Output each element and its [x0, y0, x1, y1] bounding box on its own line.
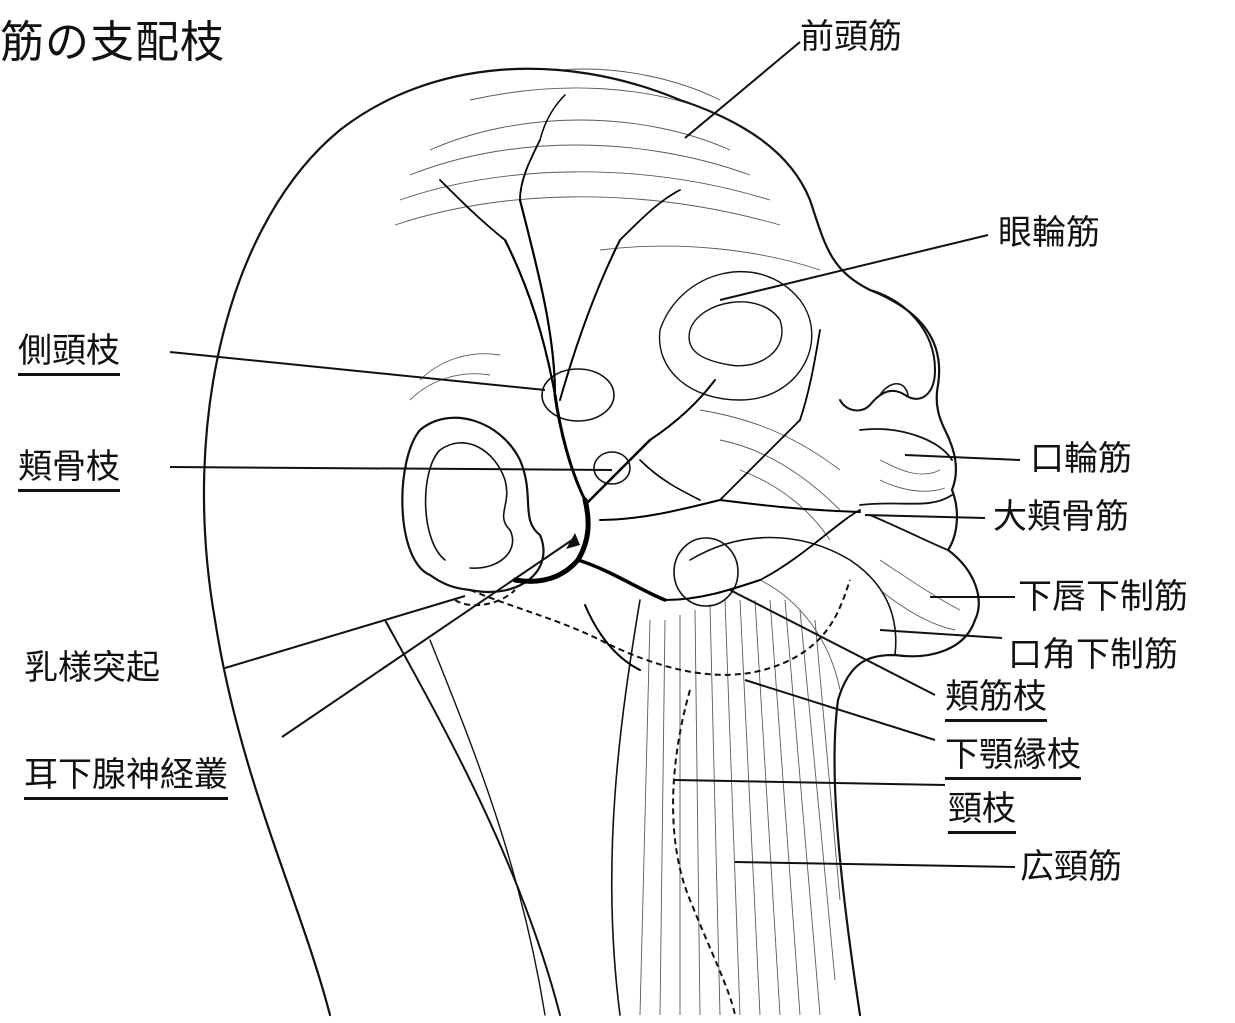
- leader-depressor-anguli: [880, 630, 1002, 638]
- label-zygomatic-branch: 頬骨枝: [18, 450, 120, 492]
- ear-inner: [426, 443, 513, 568]
- leader-frontalis: [685, 42, 800, 138]
- jaw-line: [690, 538, 896, 656]
- ear-outline: [402, 418, 543, 592]
- leader-cervical: [675, 780, 945, 785]
- leader-mastoid: [225, 596, 465, 668]
- nose: [840, 290, 935, 410]
- label-mastoid-process: 乳様突起: [24, 651, 160, 685]
- leader-orbicularis-oris: [905, 455, 1020, 460]
- label-orbicularis-oris: 口輪筋: [1030, 442, 1132, 476]
- label-orbicularis-oculi: 眼輪筋: [998, 216, 1100, 250]
- label-zygomaticus-major: 大頬骨筋: [993, 500, 1129, 534]
- neck-muscle-line: [430, 640, 545, 1015]
- parotid-arrowhead: [566, 533, 580, 549]
- leader-orbicularis-oculi: [720, 235, 988, 300]
- cervical-dashed: [673, 690, 735, 1015]
- label-temporal-branch: 側頭枝: [18, 334, 120, 376]
- temporal-ellipse: [542, 369, 614, 421]
- head-outline: [204, 69, 979, 1015]
- label-cervical-branch: 頸枝: [948, 792, 1016, 834]
- label-marginal-mandibular-branch: 下顎縁枝: [945, 738, 1081, 780]
- label-depressor-labii-inferioris: 下唇下制筋: [1018, 580, 1188, 614]
- leader-buccal: [730, 590, 935, 695]
- label-buccal-branch: 頬筋枝: [945, 680, 1047, 722]
- label-platysma: 広頸筋: [1020, 850, 1122, 884]
- label-frontalis: 前頭筋: [800, 20, 902, 54]
- leader-zygomaticus-major: [865, 515, 985, 518]
- leader-zygomatic-branch: [170, 467, 612, 470]
- label-depressor-anguli-oris: 口角下制筋: [1008, 638, 1178, 672]
- leader-platysma: [735, 862, 1015, 867]
- label-parotid-plexus: 耳下腺神経叢: [24, 758, 228, 800]
- leader-temporal-branch: [170, 352, 545, 390]
- parotid-dashed: [470, 580, 850, 675]
- eye-muscle: [660, 272, 812, 400]
- page-title: 筋の支配枝: [0, 6, 225, 70]
